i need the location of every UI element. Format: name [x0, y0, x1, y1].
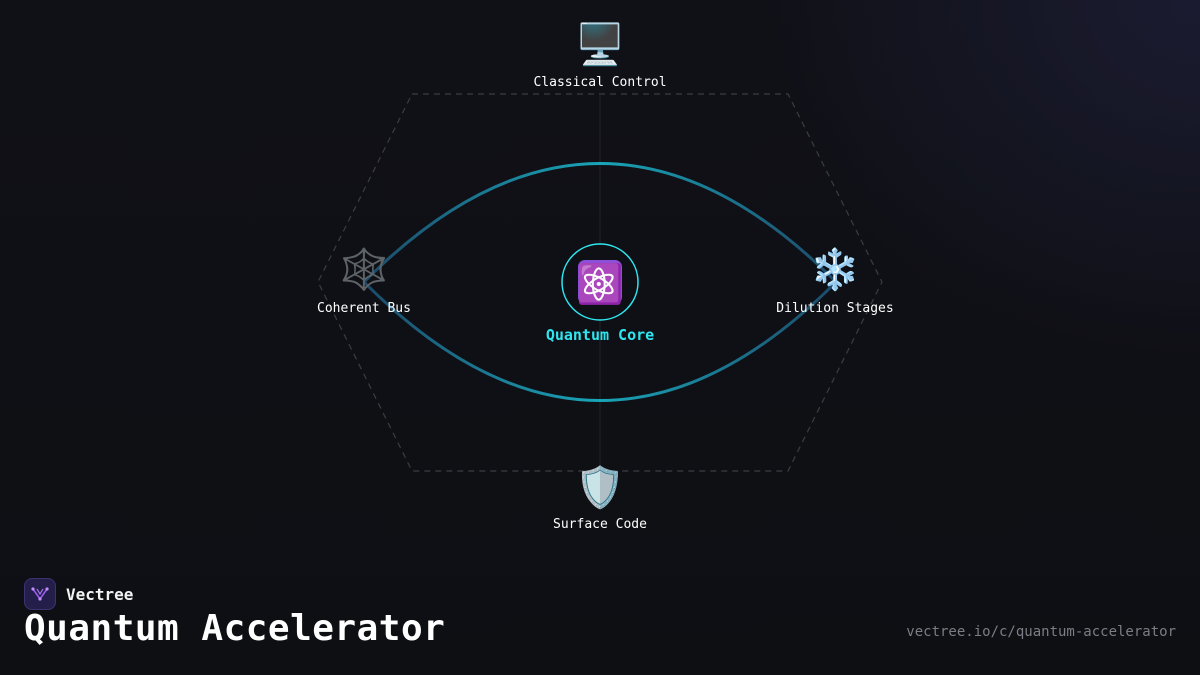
page-url[interactable]: vectree.io/c/quantum-accelerator	[906, 624, 1176, 640]
orbit-lower-arc	[362, 280, 838, 402]
shield-icon: 🛡️	[575, 464, 625, 511]
orbit-upper-arc	[362, 162, 838, 284]
hexagon-frame	[317, 93, 883, 472]
node-label: Classical Control	[533, 75, 666, 90]
node-label: Surface Code	[553, 517, 647, 532]
spider-web-icon: 🕸️	[339, 246, 389, 293]
node-surface-code[interactable]: 🛡️ Surface Code	[553, 464, 647, 532]
desktop-computer-icon: 🖥️	[575, 21, 625, 68]
page-title: Quantum Accelerator	[24, 608, 446, 649]
brand-name: Vectree	[66, 584, 134, 604]
core-label: Quantum Core	[546, 326, 654, 344]
snowflake-icon: ❄️	[810, 246, 860, 293]
vectree-logo-icon	[24, 578, 56, 610]
node-label: Coherent Bus	[317, 301, 411, 316]
brand-row: Vectree	[24, 577, 133, 611]
node-quantum-core[interactable]: ⚛️ Quantum Core	[546, 243, 654, 344]
atom-icon: ⚛️	[576, 262, 623, 306]
node-label: Dilution Stages	[776, 301, 893, 316]
node-classical-control[interactable]: 🖥️ Classical Control	[533, 21, 666, 90]
node-coherent-bus[interactable]: 🕸️ Coherent Bus	[317, 246, 411, 316]
core-icon-tile	[578, 260, 622, 304]
node-dilution-stages[interactable]: ❄️ Dilution Stages	[776, 246, 893, 316]
